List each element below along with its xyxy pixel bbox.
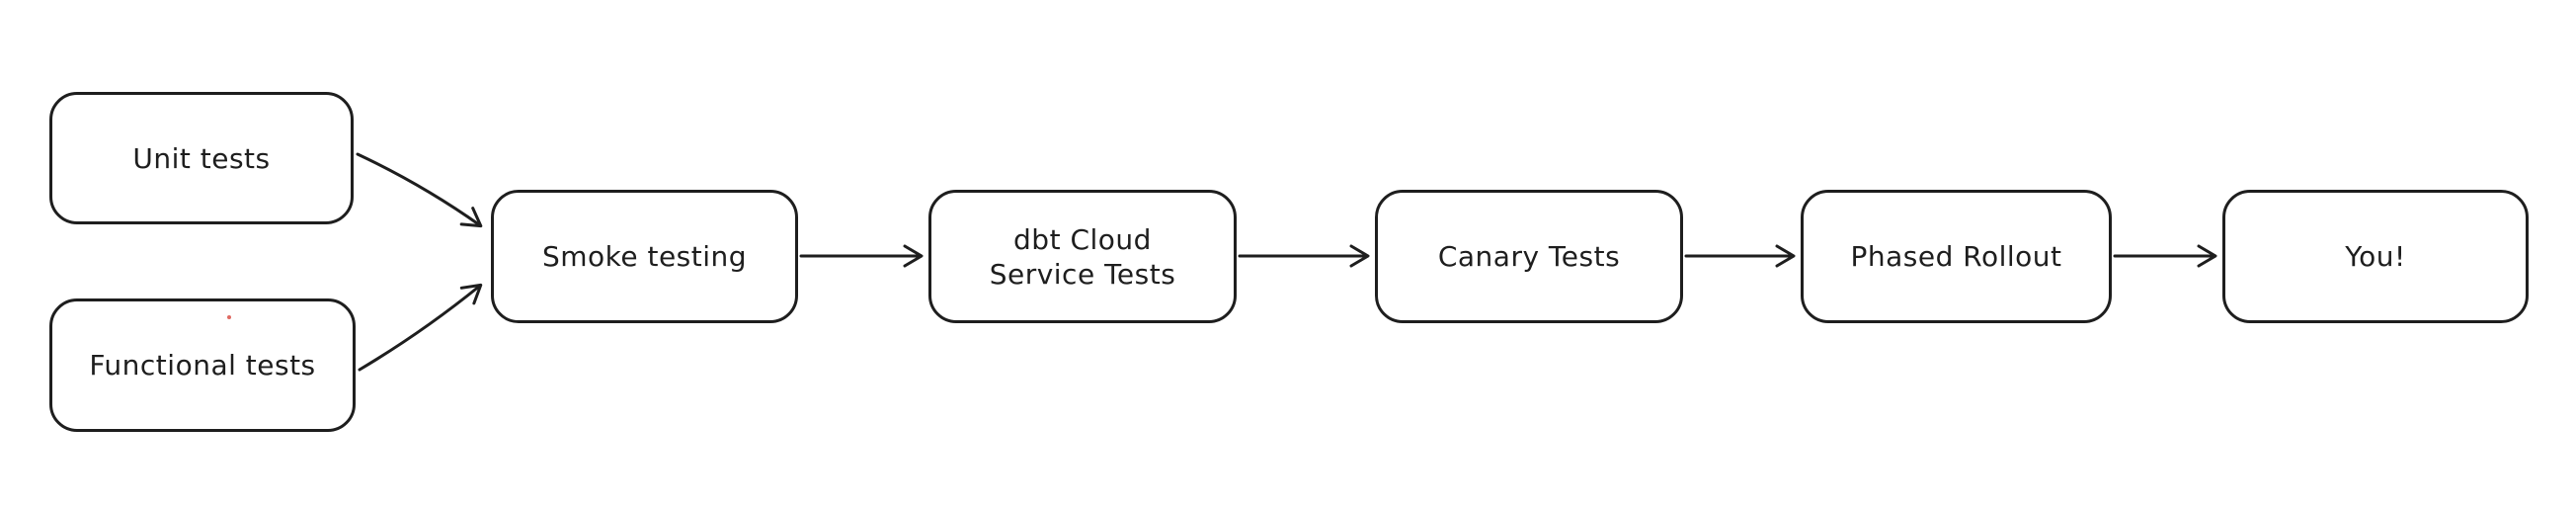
- node-smoke-testing-label: Smoke testing: [541, 240, 748, 273]
- node-functional-tests-label: Functional tests: [89, 349, 316, 382]
- node-dbt-cloud-service-tests-label: dbt Cloud Service Tests: [989, 222, 1176, 291]
- node-functional-tests: Functional tests: [49, 298, 356, 432]
- node-you: You!: [2222, 190, 2529, 323]
- node-dbt-cloud-service-tests: dbt Cloud Service Tests: [928, 190, 1237, 323]
- node-canary-tests-label: Canary Tests: [1437, 240, 1621, 273]
- stray-red-dot: [227, 315, 231, 319]
- edge-unit-tests-to-smoke-testing: [356, 152, 483, 228]
- node-phased-rollout-label: Phased Rollout: [1850, 240, 2062, 273]
- node-canary-tests: Canary Tests: [1375, 190, 1683, 323]
- node-you-label: You!: [2345, 240, 2406, 273]
- node-unit-tests-label: Unit tests: [132, 141, 271, 175]
- node-phased-rollout: Phased Rollout: [1801, 190, 2112, 323]
- node-smoke-testing: Smoke testing: [491, 190, 798, 323]
- node-unit-tests: Unit tests: [49, 92, 354, 224]
- edge-functional-tests-to-smoke-testing: [358, 283, 483, 372]
